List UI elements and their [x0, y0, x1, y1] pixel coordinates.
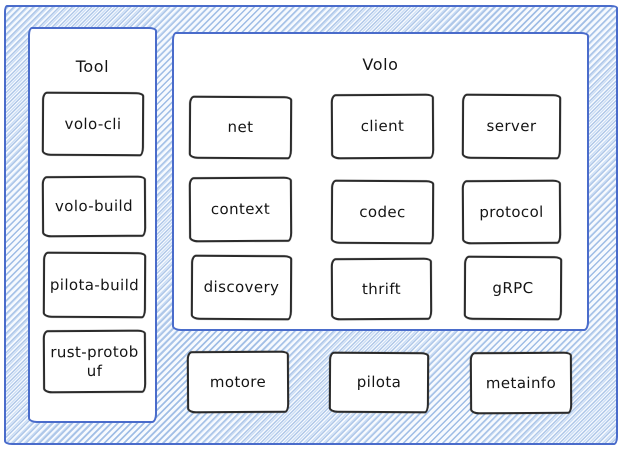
node-label: thrift: [361, 279, 402, 298]
node-client: client: [330, 93, 435, 160]
node-thrift: thrift: [330, 257, 433, 321]
volo-panel-title: Volo: [362, 55, 399, 74]
tool-panel-title: Tool: [75, 57, 110, 76]
node-rust-protobuf: rust-protobuf: [42, 329, 147, 394]
node-label: rust-protobuf: [50, 342, 139, 380]
node-metainfo: metainfo: [469, 351, 573, 415]
node-grpc: gRPC: [463, 255, 563, 321]
outer-hatched-frame: Tool volo-cli volo-build pilota-build ru…: [4, 5, 618, 445]
node-label: codec: [359, 202, 406, 221]
node-label: net: [227, 118, 254, 137]
node-label: gRPC: [492, 278, 534, 297]
node-label: discovery: [203, 277, 280, 297]
node-label: metainfo: [485, 373, 557, 392]
node-label: protocol: [479, 202, 544, 221]
node-label: server: [486, 116, 537, 136]
tool-panel: Tool volo-cli volo-build pilota-build ru…: [28, 27, 157, 423]
volo-panel: Volo net client server context codec pro…: [172, 32, 589, 331]
node-label: pilota-build: [49, 275, 140, 294]
node-label: motore: [209, 372, 267, 391]
node-net: net: [188, 95, 293, 160]
node-label: context: [210, 199, 271, 219]
node-label: pilota: [356, 373, 402, 392]
node-context: context: [188, 176, 293, 243]
node-motore: motore: [186, 350, 290, 414]
node-pilota-build: pilota-build: [42, 251, 147, 319]
node-codec: codec: [330, 179, 435, 245]
node-discovery: discovery: [190, 254, 293, 321]
node-volo-build: volo-build: [41, 175, 147, 238]
node-volo-cli: volo-cli: [41, 91, 145, 157]
node-server: server: [461, 93, 562, 160]
node-label: volo-build: [54, 196, 134, 216]
node-label: client: [360, 116, 405, 136]
node-pilota: pilota: [328, 351, 430, 414]
node-protocol: protocol: [461, 179, 562, 245]
node-label: volo-cli: [64, 114, 122, 133]
